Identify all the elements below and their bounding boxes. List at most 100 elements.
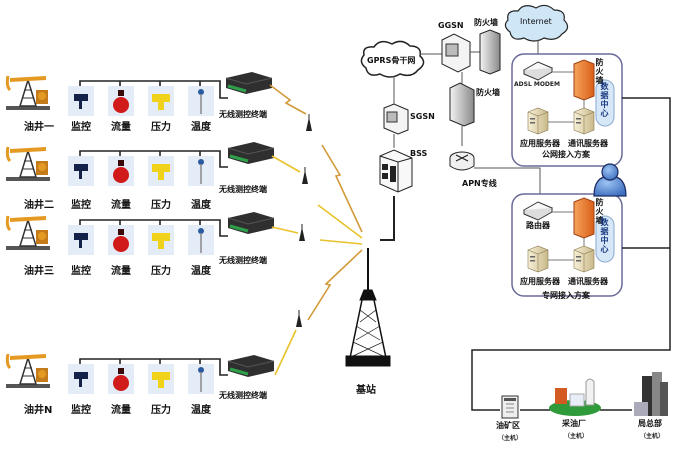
temperature-sensor-tile [188,156,214,186]
wireless-terminal-icon [226,210,276,236]
headquarters-icon [634,372,668,416]
gprs-cloud-icon [360,40,425,78]
flow-sensor-tile [108,364,134,394]
site-sub-plant: （主机） [564,433,589,440]
comm-server-public-label: 通讯服务器 [568,139,608,148]
temperature-sensor-tile [188,364,214,394]
app-server-private-icon [527,245,549,273]
sensor-label-pressure: 压力 [151,266,171,277]
pressure-gauge-icon [152,164,170,180]
app-server-public-icon [527,107,549,135]
wireless-terminal-icon [226,353,276,379]
camera-sensor-tile [68,225,94,255]
wireless-terminal-icon [226,140,276,166]
pressure-sensor-tile [148,156,174,186]
antenna-icon [301,166,309,185]
sensor-label-temperature: 温度 [191,122,211,133]
pump-jack-icon [4,352,52,390]
adsl-modem-label: ADSL MODEM [514,81,560,88]
firewall-mid-label: 防火墙 [476,88,500,97]
sensor-label-monitor: 监控 [71,200,91,211]
bss-icon [379,149,413,193]
base-station-label: 基站 [356,385,376,396]
thermometer-icon [198,89,204,114]
adsl-modem-icon [522,61,554,81]
sensor-label-pressure: 压力 [151,200,171,211]
firewall-top-label: 防火墙 [474,18,498,27]
flow-sensor-tile [108,156,134,186]
pressure-gauge-icon [152,372,170,388]
pressure-sensor-tile [148,364,174,394]
temperature-sensor-tile [188,225,214,255]
site-sub-oilfield: （主机） [498,435,523,442]
well-label: 油井二 [24,200,54,211]
private-access-title: 专网接入方案 [542,291,590,300]
sensor-label-monitor: 监控 [71,266,91,277]
sensor-label-flow: 流量 [111,200,131,211]
thermometer-icon [198,367,204,392]
gprs-label: GPRS骨干网 [367,56,416,65]
well-label: 油井一 [24,122,54,133]
flow-valve-icon [113,229,129,252]
sensor-label-pressure: 压力 [151,405,171,416]
camera-icon [74,94,88,109]
oilfield-host-icon [501,395,519,419]
apn-label: APN专线 [462,179,497,188]
apn-router-icon [449,151,475,171]
well-label: 油井N [24,405,53,416]
camera-sensor-tile [68,86,94,116]
apn-line [474,167,541,194]
sensor-label-flow: 流量 [111,266,131,277]
sensor-label-flow: 流量 [111,122,131,133]
data-center-public-badge [595,79,615,127]
firewall-private-label: 防火墙 [595,198,604,225]
site-label-hq: 局总部 [638,419,662,428]
bus-line-well-n [79,358,228,376]
comm-server-private-label: 通讯服务器 [568,277,608,286]
flow-valve-icon [113,368,129,391]
internet-cloud-icon [504,4,569,42]
sensor-label-temperature: 温度 [191,200,211,211]
flow-sensor-tile [108,225,134,255]
camera-icon [74,164,88,179]
wireless-links [269,84,363,376]
backbone-line [471,97,671,411]
pressure-sensor-tile [148,225,174,255]
base-station-tower-icon [345,248,391,367]
user-icon [593,163,627,197]
antenna-icon [295,309,303,328]
sgsn-icon [383,103,409,135]
flow-valve-icon [113,160,129,183]
comm-server-private-icon [573,245,595,273]
comm-server-public-icon [573,107,595,135]
firewall-public-label: 防火墙 [595,58,604,85]
pump-jack-icon [4,145,52,183]
bus-line-well-2 [79,150,228,168]
sensor-label-monitor: 监控 [71,122,91,133]
antenna-icon [298,223,306,242]
antenna-icon [305,113,313,132]
firewall-public-icon [573,59,595,101]
site-sub-hq: （主机） [640,433,665,440]
ggsn-label: GGSN [438,21,464,30]
thermometer-icon [198,228,204,253]
bus-line-well-3 [79,219,228,237]
data-center-private-badge [595,215,615,263]
sensor-label-pressure: 压力 [151,122,171,133]
bss-link-line [380,196,395,241]
pressure-gauge-icon [152,233,170,249]
terminal-label: 无线测控终端 [219,185,267,194]
sensor-label-temperature: 温度 [191,405,211,416]
oil-plant-icon [549,378,601,416]
site-label-oilfield: 油矿区 [496,421,520,430]
camera-sensor-tile [68,156,94,186]
well-bus-lines [79,80,228,376]
sensor-label-flow: 流量 [111,405,131,416]
sensor-label-monitor: 监控 [71,405,91,416]
terminal-label: 无线测控终端 [219,391,267,400]
bss-label: BSS [410,149,428,158]
data-center-private-label: 数据中心 [600,218,609,254]
flow-valve-icon [113,90,129,113]
ggsn-icon [441,33,471,73]
